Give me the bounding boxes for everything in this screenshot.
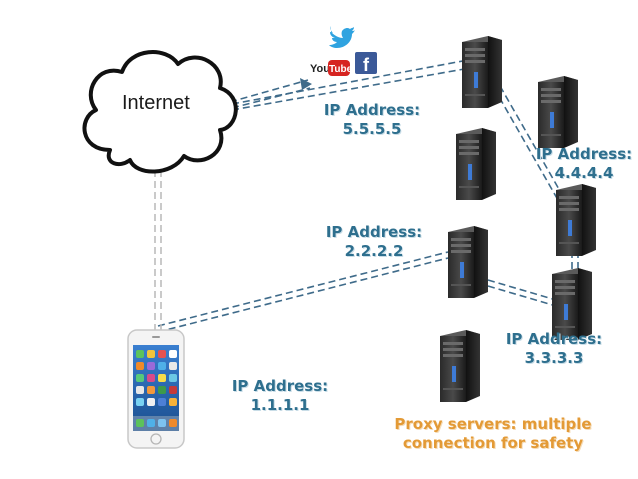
link-internet-social-2 bbox=[231, 87, 311, 109]
phone bbox=[127, 329, 185, 449]
youtube-tube-text: Tube bbox=[329, 64, 353, 75]
ip-label-phone-title: IP Address: bbox=[231, 377, 329, 395]
phone-app-icons bbox=[133, 350, 179, 431]
youtube-you-text: You bbox=[310, 63, 330, 75]
proxy-servers-note: Proxy servers: multiple connection for s… bbox=[380, 415, 606, 453]
twitter-icon bbox=[329, 26, 355, 48]
arrow-head-social bbox=[300, 78, 312, 90]
internet-label: Internet bbox=[122, 92, 190, 114]
link-phone-middle-2 bbox=[157, 257, 449, 333]
ip-label-server-right: IP Address: 4.4.4.4 bbox=[526, 145, 638, 183]
ip-label-server-lower-right-value: 3.3.3.3 bbox=[524, 349, 584, 367]
facebook-icon: f bbox=[355, 52, 377, 75]
proxy-note-line-2: connection for safety bbox=[402, 434, 584, 452]
server-top bbox=[462, 36, 502, 108]
ip-label-server-lower-right: IP Address: 3.3.3.3 bbox=[496, 330, 612, 368]
ip-label-server-middle: IP Address: 2.2.2.2 bbox=[316, 223, 432, 261]
proxy-note-line-1: Proxy servers: multiple bbox=[394, 415, 592, 433]
server-center bbox=[456, 128, 496, 200]
ip-label-server-right-value: 4.4.4.4 bbox=[554, 164, 614, 182]
ip-label-server-right-title: IP Address: bbox=[535, 145, 633, 163]
link-internet-social bbox=[229, 79, 309, 103]
ip-label-server-top-value: 5.5.5.5 bbox=[342, 120, 402, 138]
ip-label-phone: IP Address: 1.1.1.1 bbox=[222, 377, 338, 415]
ip-label-server-top: IP Address: 5.5.5.5 bbox=[314, 101, 430, 139]
youtube-icon: You Tube bbox=[310, 60, 353, 76]
server-bottom bbox=[440, 330, 480, 402]
ip-label-server-middle-value: 2.2.2.2 bbox=[344, 242, 404, 260]
connection-lines bbox=[157, 59, 579, 333]
link-middle-lowerright-2 bbox=[487, 285, 557, 307]
server-right bbox=[556, 184, 596, 256]
server-right-top bbox=[538, 76, 578, 148]
ip-label-server-middle-title: IP Address: bbox=[325, 223, 423, 241]
ip-label-server-top-title: IP Address: bbox=[323, 101, 421, 119]
server-middle bbox=[448, 226, 488, 298]
ip-label-server-lower-right-title: IP Address: bbox=[505, 330, 603, 348]
link-phone-internet bbox=[154, 170, 162, 330]
ip-label-phone-value: 1.1.1.1 bbox=[250, 396, 310, 414]
link-phone-middle bbox=[157, 251, 449, 327]
internet-cloud bbox=[82, 50, 238, 174]
facebook-f-text: f bbox=[363, 55, 370, 75]
link-internet-server-top bbox=[231, 59, 469, 105]
link-middle-lowerright bbox=[487, 279, 557, 301]
link-internet-server-top-2 bbox=[231, 67, 471, 111]
